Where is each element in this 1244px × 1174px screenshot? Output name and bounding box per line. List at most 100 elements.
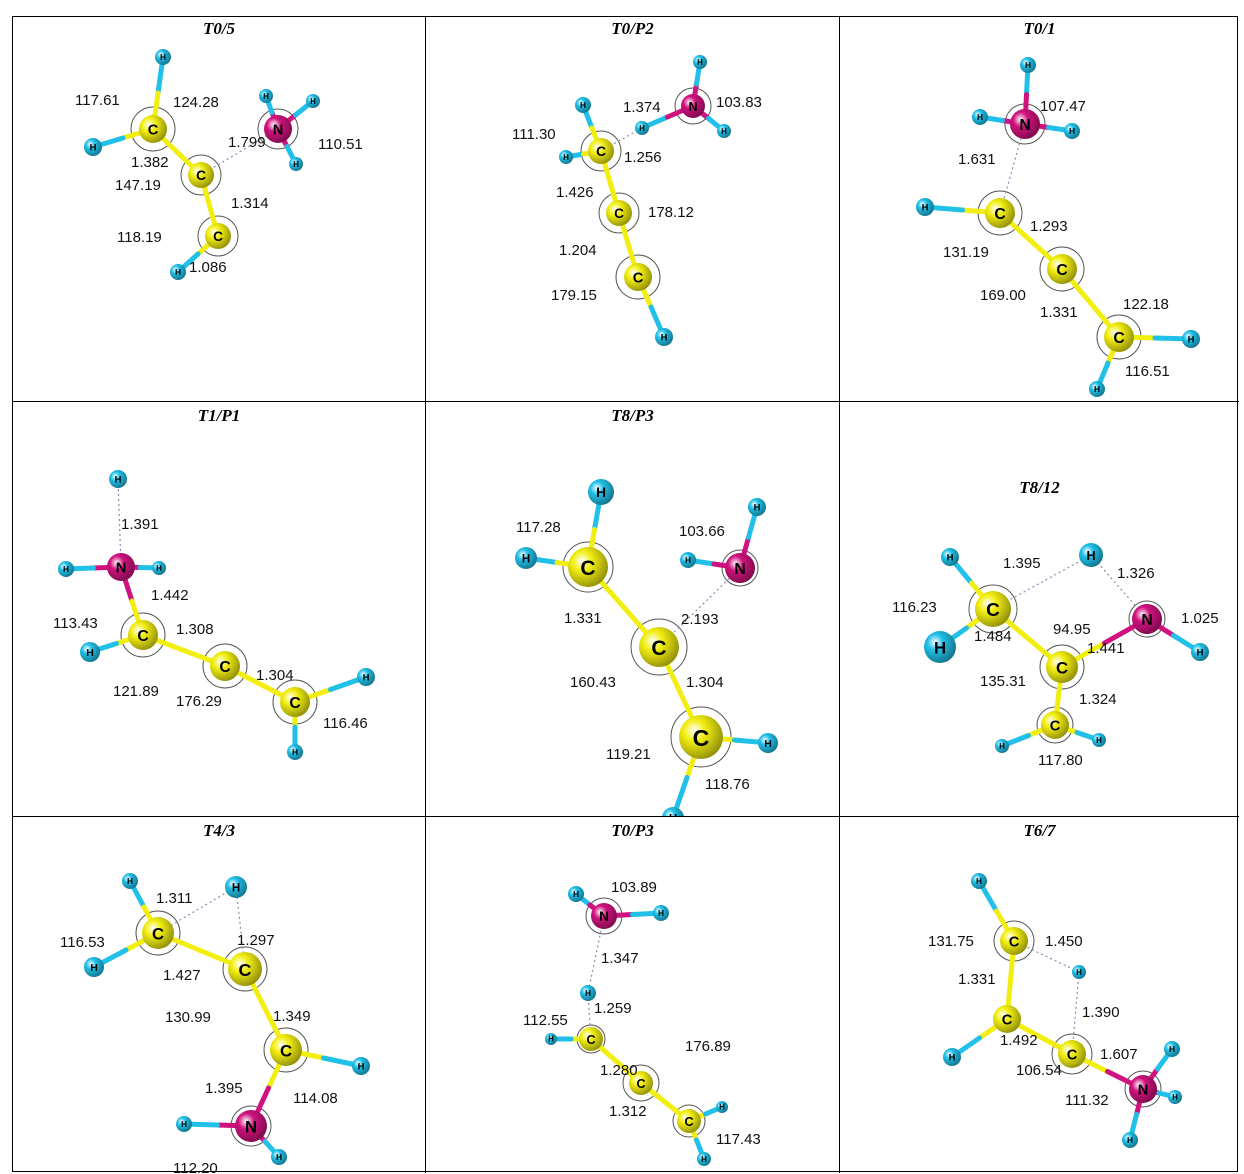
angle-arc xyxy=(615,254,661,300)
svg-text:H: H xyxy=(90,143,97,154)
carbon-atom: C xyxy=(975,591,1011,627)
panel-title: T4/3 xyxy=(202,821,236,840)
angle-arc xyxy=(120,612,166,658)
svg-text:H: H xyxy=(160,52,166,62)
angle-arc xyxy=(257,108,299,150)
geometry-label: 147.19 xyxy=(115,177,161,194)
angle-arc xyxy=(1039,644,1085,690)
carbon-atom: C xyxy=(205,223,231,249)
hydrogen-atom: H xyxy=(176,1116,192,1132)
carbon-atom: C xyxy=(1046,651,1078,683)
svg-text:H: H xyxy=(685,555,691,565)
svg-text:H: H xyxy=(175,267,181,277)
svg-text:C: C xyxy=(1056,262,1067,279)
svg-text:C: C xyxy=(633,271,644,287)
svg-text:C: C xyxy=(651,637,666,660)
carbon-atom: C xyxy=(1104,322,1134,352)
svg-text:H: H xyxy=(697,58,703,67)
svg-text:N: N xyxy=(1019,117,1030,134)
carbon-atom: C xyxy=(588,138,614,164)
geometry-label: 103.83 xyxy=(716,94,762,111)
nitrogen-atom: N xyxy=(1010,109,1040,139)
geometry-label: 1.427 xyxy=(163,967,201,984)
dashed-bond xyxy=(235,886,246,970)
hydrogen-atom: H xyxy=(635,121,649,135)
hydrogen-atom: H xyxy=(717,124,731,138)
angle-arc xyxy=(1039,246,1085,292)
hydrogen-atom: H xyxy=(748,498,766,516)
carbon-atom: C xyxy=(142,917,174,949)
angle-arc xyxy=(674,87,712,125)
angle-arc xyxy=(202,643,248,689)
geometry-label: 178.12 xyxy=(648,204,694,221)
svg-text:C: C xyxy=(986,600,1000,621)
angle-arc xyxy=(135,910,181,956)
geometry-label: 106.54 xyxy=(1016,1062,1062,1079)
geometry-label: 1.347 xyxy=(601,950,639,967)
angle-arc xyxy=(721,549,759,587)
hydrogen-atom: H xyxy=(352,1057,370,1075)
svg-text:H: H xyxy=(1127,1135,1133,1145)
svg-text:C: C xyxy=(219,659,230,676)
hydrogen-atom: H xyxy=(916,198,934,216)
hydrogen-atom: H xyxy=(1072,965,1086,979)
hydrogen-atom: H xyxy=(943,1048,961,1066)
panel-title: T1/P1 xyxy=(197,406,241,425)
svg-text:C: C xyxy=(1050,719,1061,735)
geometry-label: 117.80 xyxy=(1038,752,1083,769)
carbon-atom: C xyxy=(139,115,167,143)
carbon-atom: C xyxy=(1041,711,1069,739)
nitrogen-atom: N xyxy=(107,553,135,581)
hydrogen-atom: H xyxy=(271,1149,287,1165)
svg-text:H: H xyxy=(719,1102,725,1111)
geometry-label: 1.293 xyxy=(1030,218,1068,235)
hydrogen-atom: H xyxy=(58,561,74,577)
hydrogen-atom: H xyxy=(155,49,171,65)
geometry-label: 1.450 xyxy=(1045,933,1083,950)
geometry-label: 130.99 xyxy=(165,1009,211,1026)
svg-text:H: H xyxy=(754,503,761,514)
svg-text:C: C xyxy=(239,960,252,980)
svg-text:H: H xyxy=(934,638,946,657)
geometry-label: 1.631 xyxy=(958,151,996,168)
svg-text:H: H xyxy=(947,553,954,564)
svg-text:C: C xyxy=(596,144,606,159)
angle-arc xyxy=(598,192,640,234)
hydrogen-atom: H xyxy=(655,328,673,346)
dashed-bond xyxy=(992,554,1092,610)
carbon-atom: C xyxy=(128,620,158,650)
carbon-atom: C xyxy=(568,547,608,587)
panel-title: T8/12 xyxy=(1019,478,1060,497)
svg-text:H: H xyxy=(669,813,677,817)
svg-text:H: H xyxy=(1076,968,1082,977)
svg-text:H: H xyxy=(358,1062,365,1073)
angle-arc xyxy=(1124,1070,1162,1108)
hydrogen-atom: H xyxy=(545,1033,557,1045)
geometry-label: 1.349 xyxy=(273,1008,311,1025)
carbon-atom: C xyxy=(624,263,652,291)
geometry-label: 1.331 xyxy=(958,971,996,988)
panel-title: T0/5 xyxy=(202,19,236,38)
hydrogen-atom: H xyxy=(758,733,778,753)
svg-text:H: H xyxy=(1096,736,1102,745)
svg-text:C: C xyxy=(994,206,1005,223)
svg-text:H: H xyxy=(90,962,98,974)
svg-text:H: H xyxy=(977,112,983,122)
svg-text:C: C xyxy=(614,206,624,221)
panel-title: T0/P3 xyxy=(611,821,654,840)
geometry-label: 117.61 xyxy=(75,92,120,109)
hydrogen-atom: H xyxy=(1164,1041,1180,1057)
svg-text:H: H xyxy=(764,738,772,750)
hydrogen-atom: H xyxy=(559,150,573,164)
hydrogen-atom: H xyxy=(357,668,375,686)
geometry-label: 1.607 xyxy=(1100,1046,1138,1063)
hydrogen-atom: H xyxy=(515,547,537,569)
geometry-label: 1.374 xyxy=(623,99,661,116)
svg-text:H: H xyxy=(293,160,299,169)
svg-text:H: H xyxy=(181,1119,187,1129)
geometry-label: 111.32 xyxy=(1065,1092,1109,1109)
